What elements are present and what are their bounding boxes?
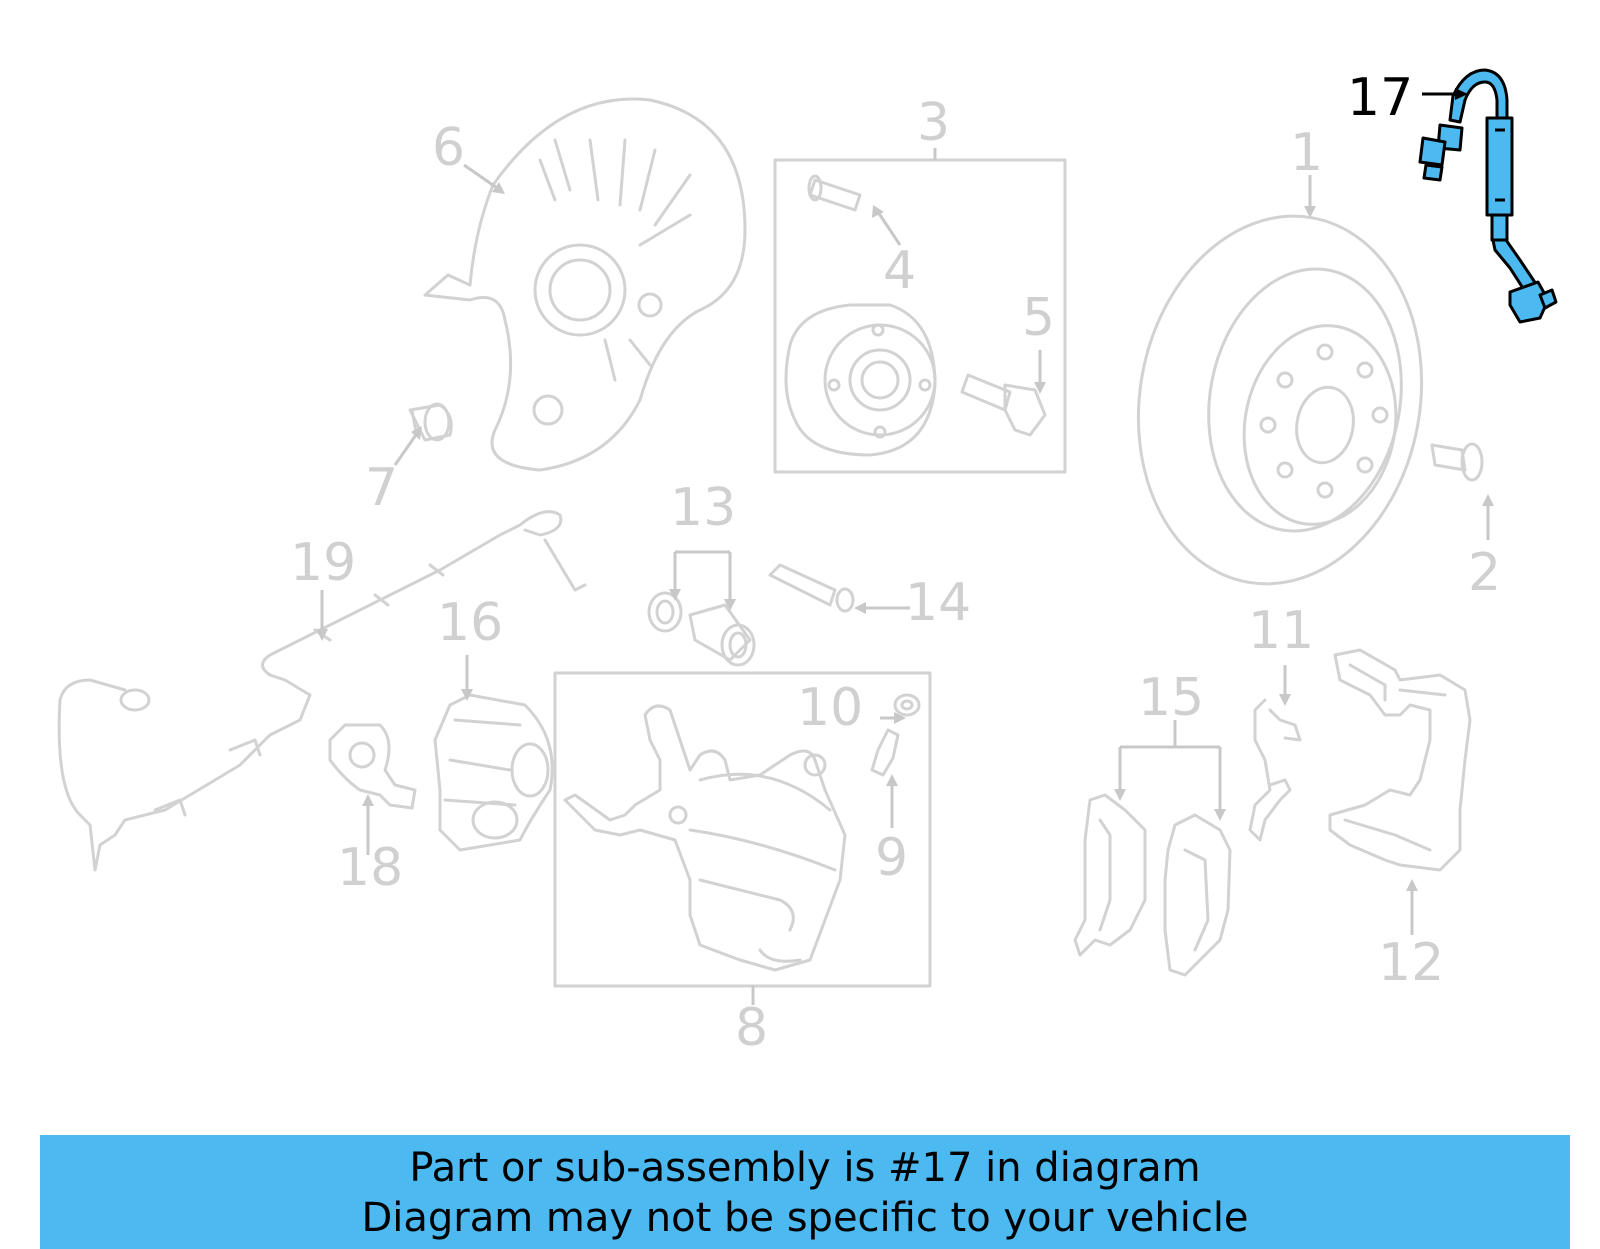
callout-labels: 1 2 3 4 5 6 7 8 9 10 11 12 13 14 15 16 1… <box>290 68 1501 1058</box>
part-3-hub-bearing[interactable] <box>784 303 937 457</box>
callout-15[interactable]: 15 <box>1138 668 1204 728</box>
part-1-brake-rotor[interactable] <box>1110 193 1450 606</box>
callout-10[interactable]: 10 <box>797 678 863 738</box>
callout-13[interactable]: 13 <box>670 478 736 538</box>
callout-1[interactable]: 1 <box>1290 123 1323 183</box>
part-3-hub-assembly-box <box>773 158 1067 474</box>
part-16-parking-brake-motor[interactable] <box>433 693 554 852</box>
part-7-bolt[interactable] <box>408 402 453 442</box>
part-19-wheel-speed-sensor[interactable] <box>57 510 587 872</box>
part-15-brake-pads[interactable] <box>1073 793 1232 977</box>
leader-lines <box>316 88 1494 1005</box>
callout-2[interactable]: 2 <box>1468 543 1501 603</box>
part-8-brake-caliper[interactable] <box>563 704 847 972</box>
callout-11[interactable]: 11 <box>1248 601 1314 661</box>
callout-18[interactable]: 18 <box>337 838 403 898</box>
part-10-bleeder-cap[interactable] <box>893 693 921 717</box>
part-2-screw[interactable] <box>1430 442 1484 482</box>
part-8-caliper-box <box>553 671 932 988</box>
part-18-connector[interactable] <box>328 723 417 810</box>
info-banner: Part or sub-assembly is #17 in diagram D… <box>40 1135 1570 1249</box>
banner-line-2: Diagram may not be specific to your vehi… <box>361 1195 1249 1241</box>
part-14-guide-pin[interactable] <box>768 563 855 613</box>
banner-line-1: Part or sub-assembly is #17 in diagram <box>409 1145 1201 1191</box>
part-17-brake-hose[interactable] <box>1418 68 1558 324</box>
callout-19[interactable]: 19 <box>290 533 356 593</box>
callout-14[interactable]: 14 <box>905 573 971 633</box>
callout-5[interactable]: 5 <box>1022 288 1055 348</box>
callout-16[interactable]: 16 <box>437 593 503 653</box>
callout-9[interactable]: 9 <box>875 828 908 888</box>
part-6-dust-shield[interactable] <box>423 97 747 472</box>
part-13-guide-bushings[interactable] <box>647 591 756 667</box>
callout-3[interactable]: 3 <box>917 93 950 153</box>
part-12-caliper-bracket[interactable] <box>1328 648 1472 872</box>
part-5-hub-bolt[interactable] <box>960 373 1047 437</box>
part-9-bleeder-screw[interactable] <box>870 728 900 777</box>
callout-6[interactable]: 6 <box>432 118 465 178</box>
part-4-wheel-stud[interactable] <box>807 174 862 212</box>
part-11-spring-clip[interactable] <box>1248 698 1302 842</box>
callout-12[interactable]: 12 <box>1378 933 1444 993</box>
callout-8[interactable]: 8 <box>735 998 768 1058</box>
callout-4[interactable]: 4 <box>883 241 916 301</box>
callout-17[interactable]: 17 <box>1347 68 1413 128</box>
callout-7[interactable]: 7 <box>365 458 398 518</box>
